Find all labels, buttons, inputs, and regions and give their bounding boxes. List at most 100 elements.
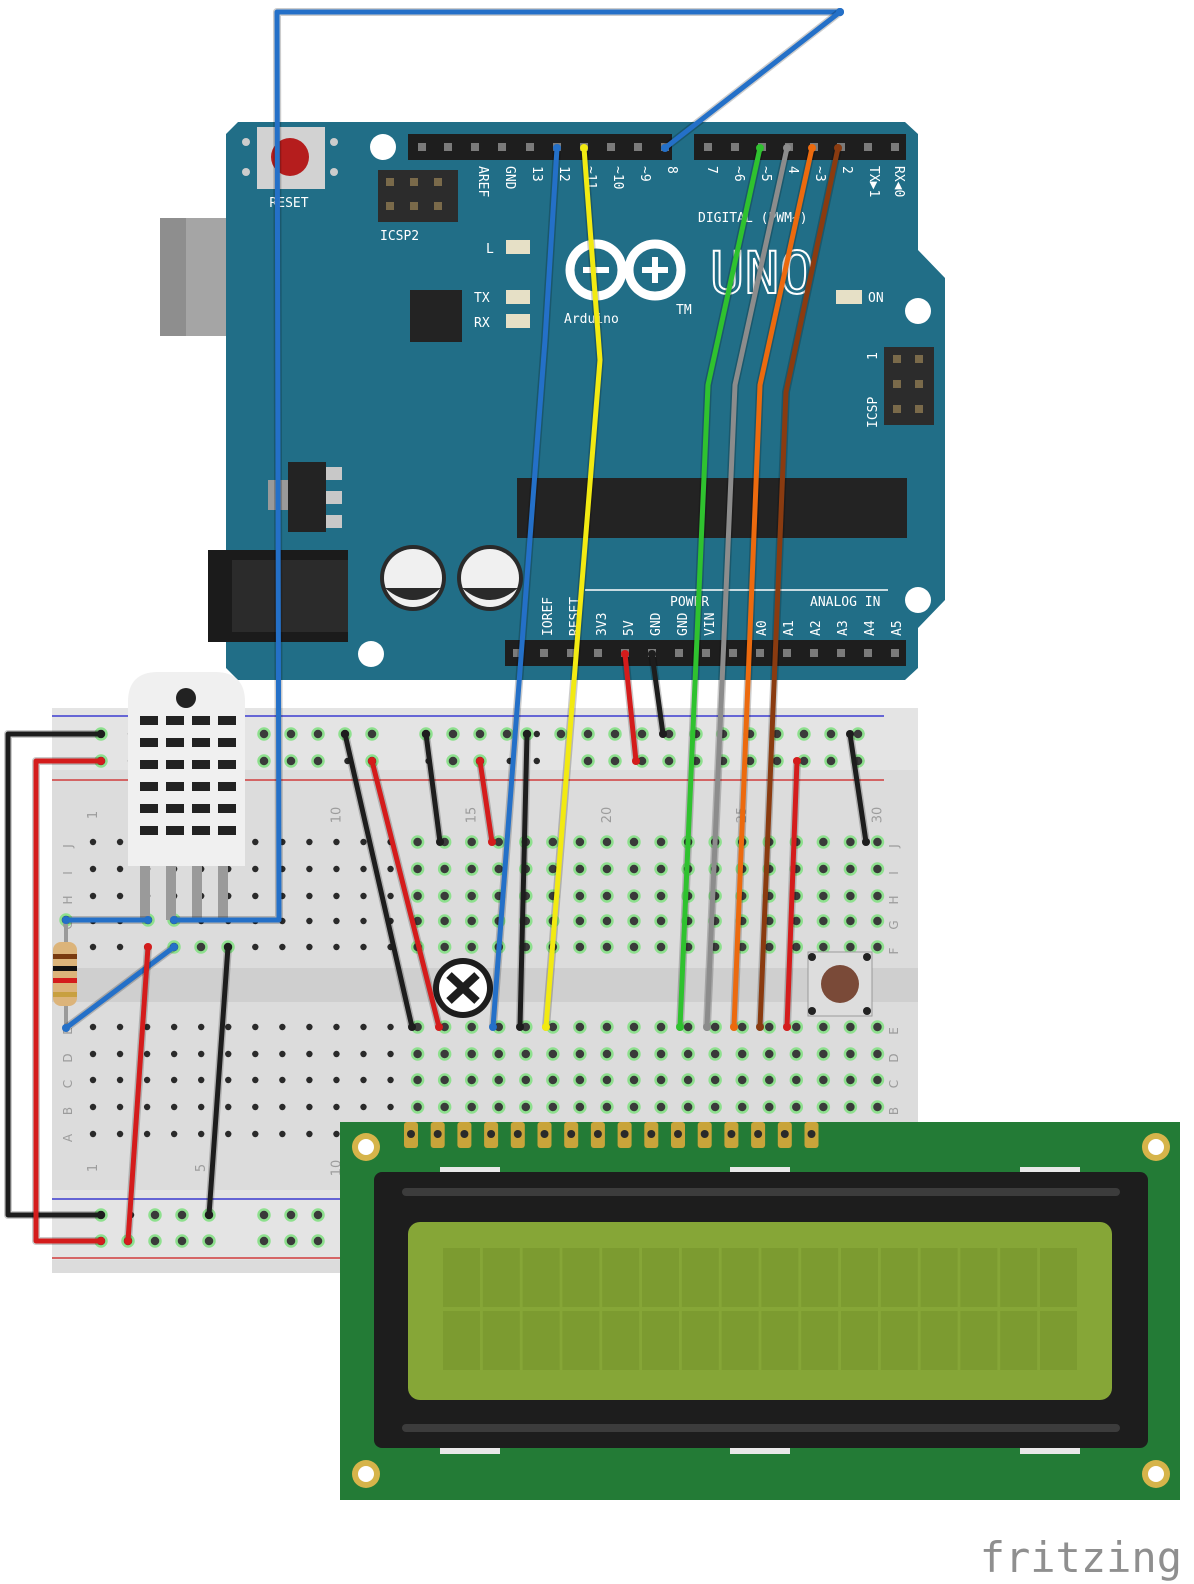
- breadboard-hole: [143, 1023, 151, 1031]
- dht-vent: [140, 804, 158, 813]
- mount-hole: [905, 587, 931, 613]
- lcd-cell: [681, 1311, 719, 1370]
- lcd-cell: [721, 1311, 759, 1370]
- header-pin: [731, 143, 739, 151]
- connected-hole: [600, 1100, 614, 1114]
- lcd-cell: [1040, 1248, 1077, 1307]
- lcd-cell: [522, 1248, 560, 1307]
- connected-hole: [627, 1073, 641, 1087]
- connected-hole: [410, 1047, 425, 1061]
- wire-black-jumper-end: [516, 1023, 524, 1031]
- connected-hole: [284, 754, 298, 768]
- connected-hole: [410, 1073, 425, 1087]
- breadboard-hole: [116, 1076, 124, 1084]
- row-letter: J: [887, 844, 901, 849]
- dht-vent: [218, 804, 236, 813]
- power-analog-pin-label: A5: [890, 620, 905, 636]
- connected-hole: [735, 1047, 749, 1061]
- connected-hole: [437, 862, 452, 876]
- connected-hole: [654, 1047, 668, 1061]
- analog-label: ANALOG IN: [810, 595, 880, 610]
- lcd-cell: [721, 1248, 759, 1307]
- breadboard-hole: [387, 1103, 394, 1111]
- header-pin: [418, 143, 426, 151]
- connected-hole: [464, 1073, 479, 1087]
- breadboard-hole: [143, 1050, 151, 1058]
- connected-hole: [627, 1047, 641, 1061]
- connected-hole: [573, 1073, 587, 1087]
- row-letter: A: [61, 1133, 75, 1142]
- connected-hole: [600, 1047, 614, 1061]
- row-letter: B: [61, 1107, 75, 1115]
- breadboard-hole: [306, 1023, 313, 1031]
- connected-hole: [654, 1020, 668, 1034]
- lcd-cell: [522, 1311, 560, 1370]
- power-analog-pin-label: A3: [836, 620, 851, 636]
- wire-blue-lcd: [490, 145, 560, 1030]
- header-pin: [634, 143, 642, 151]
- connected-hole: [816, 914, 831, 928]
- lcd-cell: [841, 1311, 878, 1370]
- connected-hole: [662, 754, 676, 768]
- breadboard-hole: [116, 838, 124, 846]
- breadboard-hole: [306, 1130, 313, 1138]
- wire-black-jumper-end: [436, 838, 444, 846]
- connected-hole: [870, 889, 885, 903]
- wire-orange-lcd-end: [808, 144, 816, 152]
- connected-hole: [681, 1047, 695, 1061]
- column-number: 10: [329, 807, 344, 824]
- connected-hole: [654, 1100, 668, 1114]
- dht-vent: [166, 760, 184, 769]
- breadboard-hole: [279, 1103, 286, 1111]
- row-letter: D: [61, 1053, 75, 1062]
- wire-blue-pullup-end: [144, 916, 152, 924]
- wire-brown-lcd: [757, 145, 841, 1030]
- wire-yellow-lcd-end: [542, 1023, 550, 1031]
- breadboard-hole: [198, 1023, 205, 1031]
- connected-hole: [437, 1073, 452, 1087]
- lcd-cell: [642, 1311, 679, 1370]
- breadboard-hole: [360, 1023, 367, 1031]
- breadboard-hole: [89, 943, 97, 951]
- wire-black-jumper-end: [408, 1023, 416, 1031]
- dht-vent: [192, 760, 210, 769]
- connected-hole: [681, 1100, 695, 1114]
- breadboard-hole: [333, 943, 340, 951]
- connected-hole: [654, 940, 668, 954]
- lcd-cell: [841, 1248, 878, 1307]
- connected-hole: [843, 1100, 858, 1114]
- dht-vent: [166, 716, 184, 725]
- connected-hole: [546, 835, 560, 849]
- connected-hole: [843, 835, 858, 849]
- breadboard-hole: [360, 1103, 367, 1111]
- dht-sensor: [128, 672, 245, 920]
- header-pin: [891, 143, 899, 151]
- power-analog-pin-label: 3V3: [595, 613, 610, 636]
- power-analog-pin-label: 5V: [622, 620, 637, 636]
- wire-black-jumper-end: [846, 730, 854, 738]
- wire-brown-lcd-end: [834, 144, 842, 152]
- connected-hole: [519, 1047, 533, 1061]
- connected-hole: [627, 940, 641, 954]
- connected-hole: [708, 1073, 722, 1087]
- connected-hole: [573, 835, 587, 849]
- wire-blue-data-end: [661, 144, 669, 152]
- connected-hole: [546, 1100, 560, 1114]
- connected-hole: [824, 754, 838, 768]
- lcd-cell: [1040, 1311, 1077, 1370]
- breadboard-hole: [170, 1103, 178, 1111]
- breadboard-hole: [252, 1023, 259, 1031]
- led-l-label: L: [486, 242, 494, 257]
- connected-hole: [789, 1020, 804, 1034]
- connected-hole: [600, 1020, 614, 1034]
- dht-vent: [192, 782, 210, 791]
- row-letter: C: [887, 1080, 901, 1088]
- header-pin: [675, 649, 683, 657]
- lcd-cell: [761, 1311, 799, 1370]
- breadboard-hole: [252, 1076, 259, 1084]
- wire-red-dht-end: [124, 1237, 132, 1245]
- breadboard-hole: [333, 892, 340, 900]
- row-letter: B: [887, 1107, 901, 1115]
- connected-hole: [635, 727, 649, 741]
- digital-pin-label: GND: [502, 166, 517, 190]
